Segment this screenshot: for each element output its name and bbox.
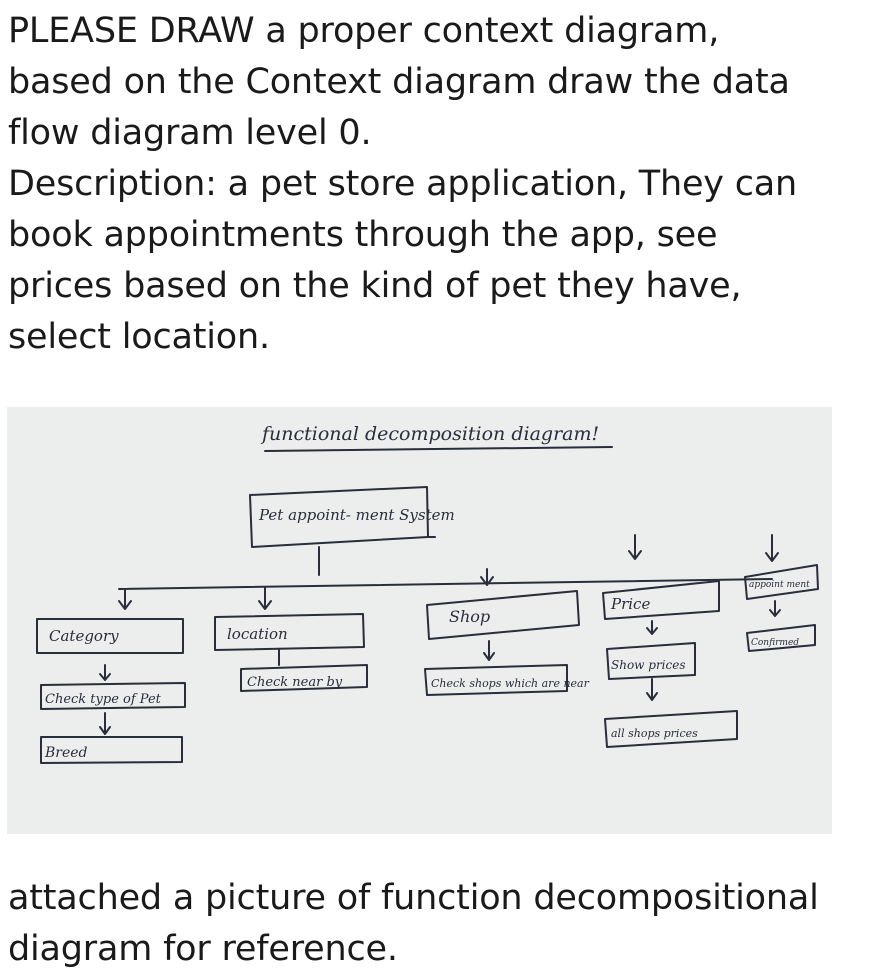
footer-text: attached a picture of function decomposi… [8,873,892,975]
question-line: book appointments through the app, see [8,215,718,255]
child-label: Confirmed [751,638,799,648]
branch-bar [118,578,773,590]
arrow-down-icon [769,600,781,617]
arrow-down-icon [646,620,658,635]
child-label: Check near by [247,675,343,690]
child-label: Show prices [611,658,686,672]
branch-label: location [227,625,288,643]
arrow-down-icon [480,568,494,586]
arrow-down-icon [99,664,111,681]
footer-line: diagram for reference. [8,929,398,969]
child-box [40,736,183,764]
child-box [424,664,568,696]
child-box [240,664,368,692]
arrow-down-icon [765,534,779,562]
question-line: Description: a pet store application, Th… [8,164,797,204]
child-label: all shops prices [611,727,698,740]
arrow-down-icon [646,678,658,701]
branch-box [744,564,819,600]
child-box [606,642,696,680]
arrow-down-icon [99,712,111,735]
title-underline [264,446,613,452]
question-line: PLEASE DRAW a proper context diagram, [8,11,720,51]
child-box [40,682,186,710]
child-label: Check shops which are near [431,677,590,690]
diagram-title: functional decomposition diagram! [260,423,599,445]
footer-line: attached a picture of function decomposi… [8,878,819,918]
branch-label: Shop [449,607,490,626]
question-line: based on the Context diagram draw the da… [8,62,790,102]
decomposition-diagram: functional decomposition diagram! Pet ap… [36,423,819,764]
child-label: Breed [44,745,88,761]
question-line: select location. [8,317,270,357]
branch-label: Category [49,627,119,645]
branch-label: appoint ment [749,580,810,590]
branch-box [214,613,365,651]
question-text: PLEASE DRAW a proper context diagram, ba… [8,6,888,363]
arrow-down-icon [258,586,272,610]
arrow-down-icon [118,588,132,610]
diagram-photo: functional decomposition diagram! Pet ap… [7,407,832,834]
question-line: prices based on the kind of pet they hav… [8,266,742,306]
child-box [746,624,816,652]
question-line: flow diagram level 0. [8,113,372,153]
branch-label: Price [610,595,650,613]
arrow-down-icon [483,640,495,661]
branch-box [36,618,184,654]
child-label: Check type of Pet [45,692,162,707]
child-box [604,710,738,748]
branch-box [426,590,580,640]
root-label: Pet appoint- ment System [258,506,455,524]
arrow-down-icon [628,534,642,560]
branch-box [602,580,720,620]
